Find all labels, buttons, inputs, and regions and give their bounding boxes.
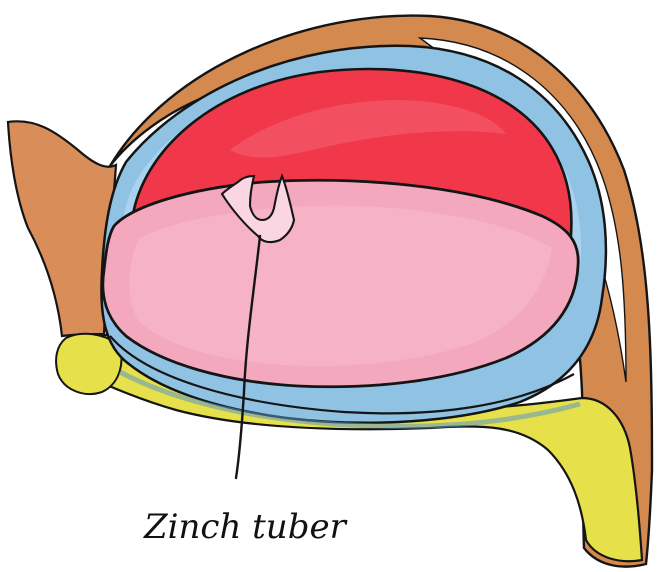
structure-label: Zinch tuber bbox=[143, 507, 348, 547]
